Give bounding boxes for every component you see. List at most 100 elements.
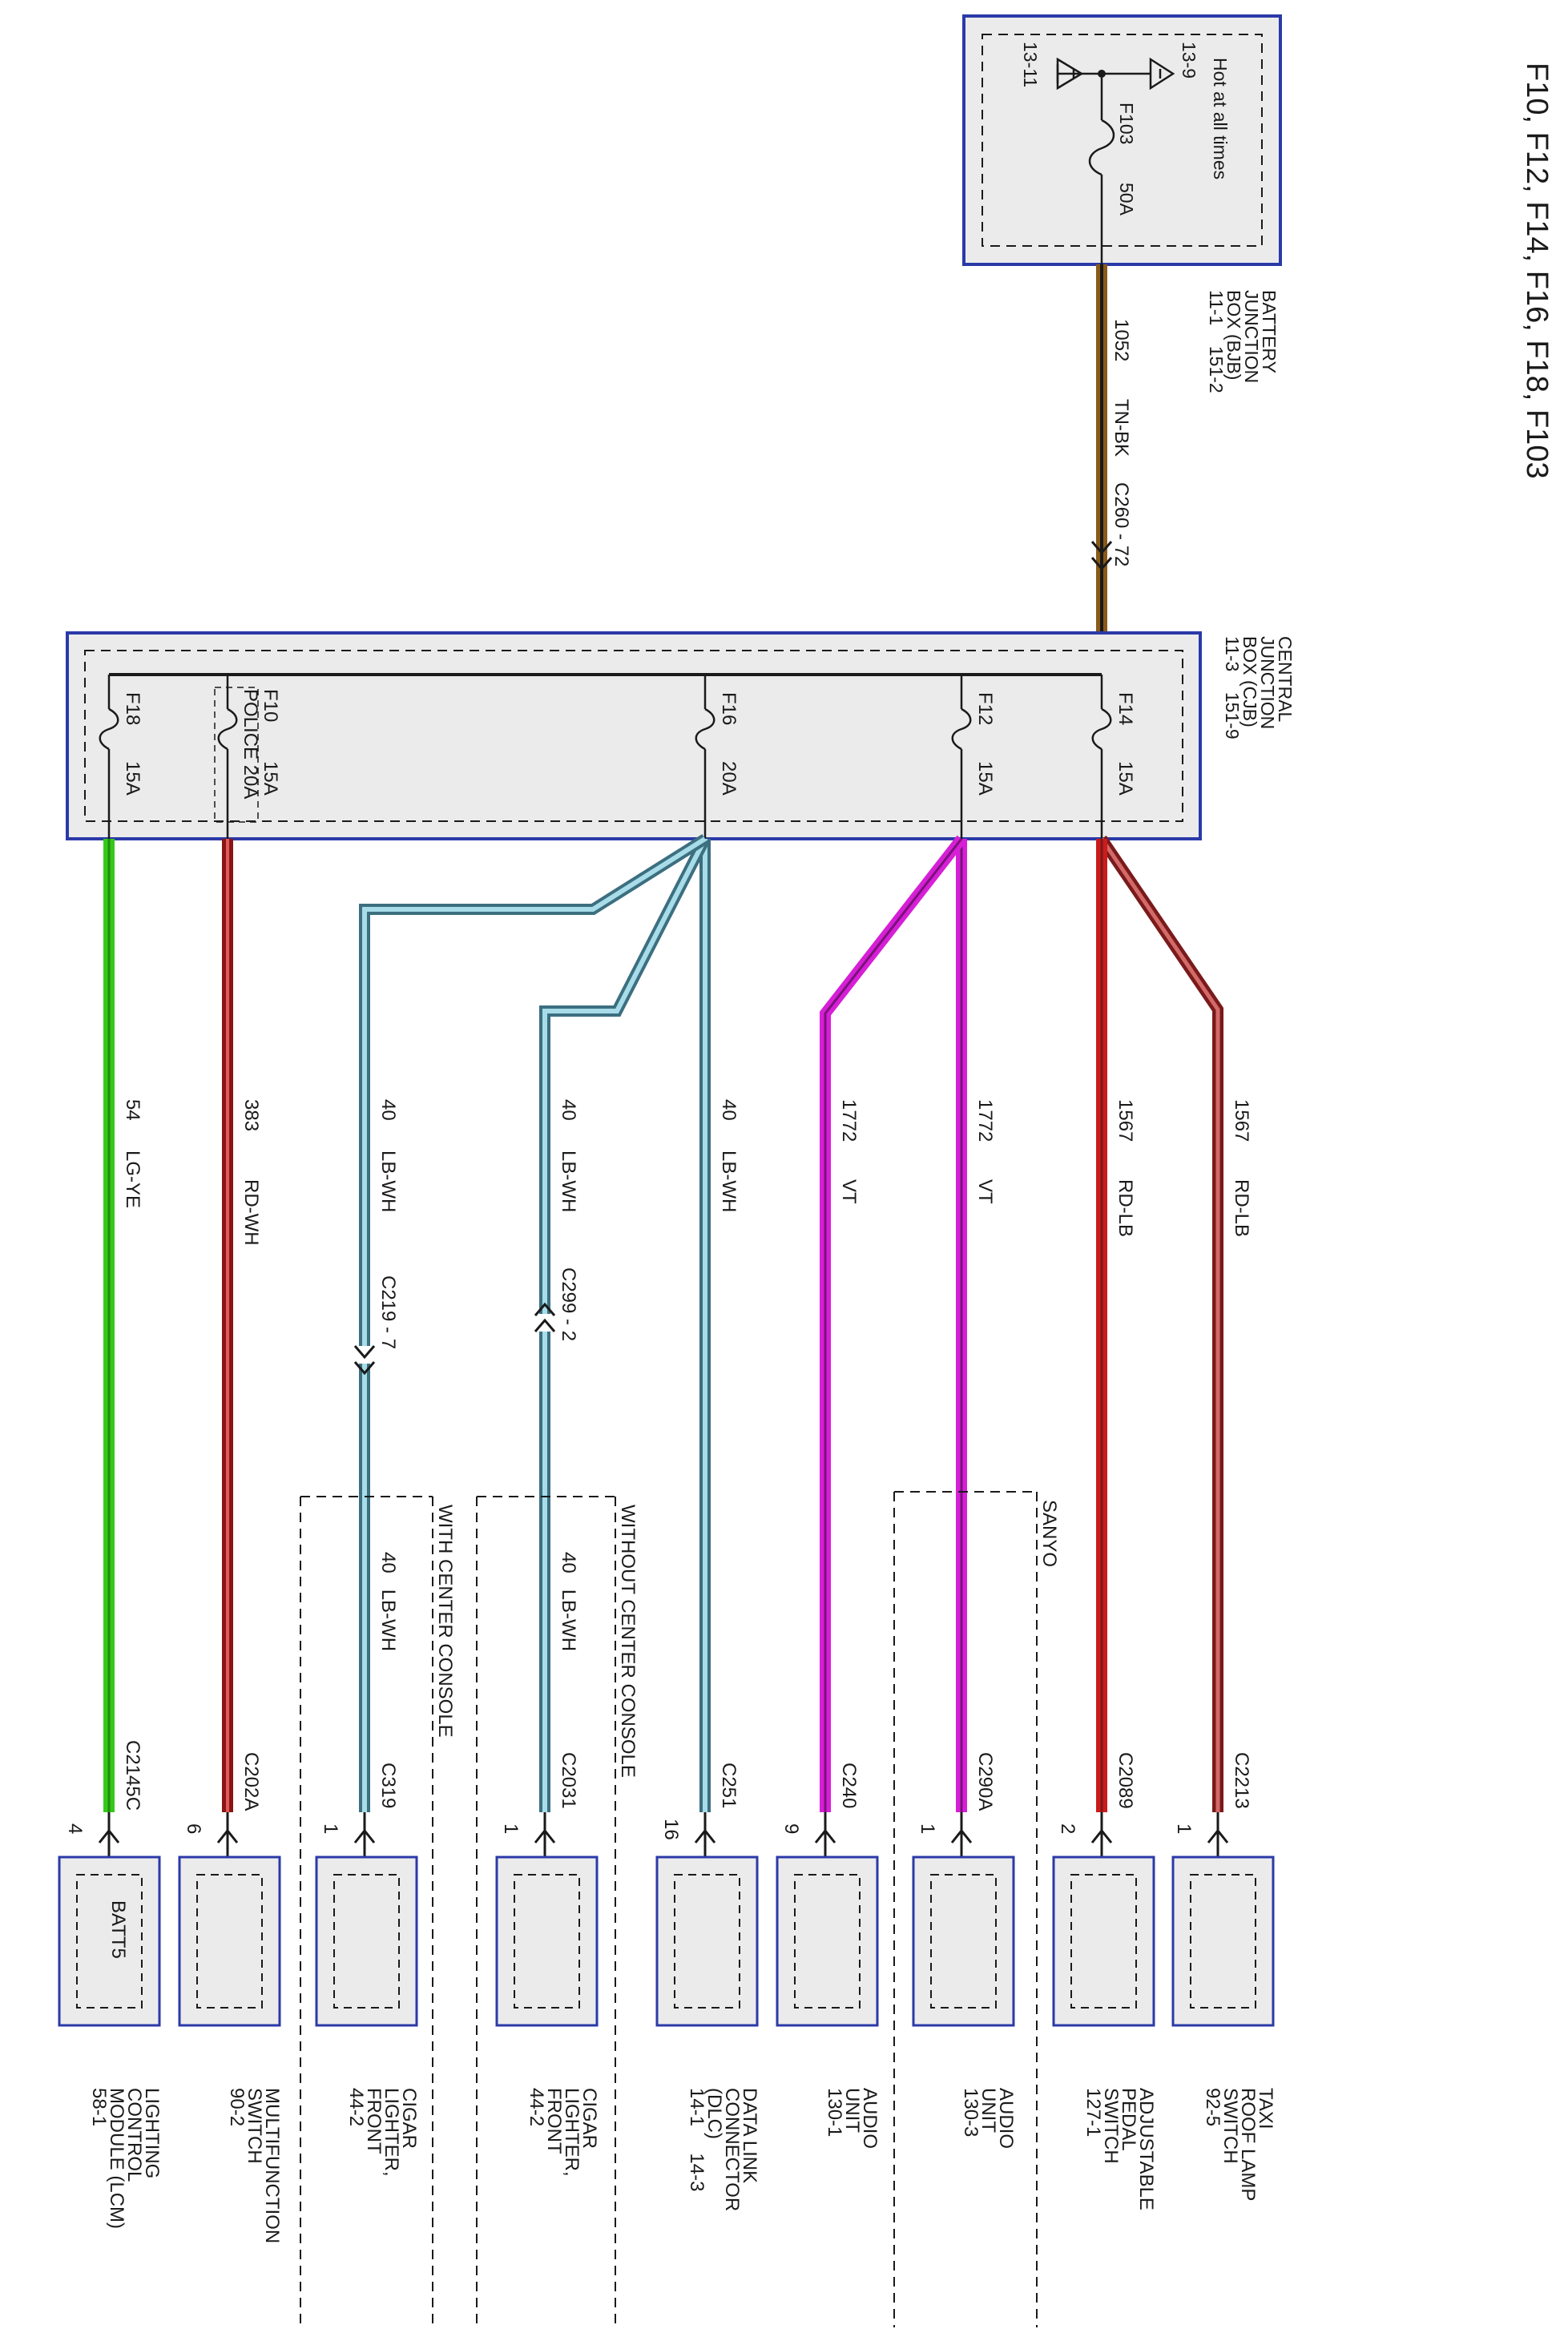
pedal-pin-label: 2 bbox=[1057, 1823, 1078, 1835]
wire-1772-audio1-code: VT bbox=[838, 1179, 860, 1204]
fuse-f12-rating: 15A bbox=[974, 761, 996, 796]
wire-40-cig1-code: LB-WH bbox=[558, 1150, 579, 1213]
component-audio-unit-130-1 bbox=[776, 1812, 879, 2027]
option-with-console-bracket bbox=[300, 1496, 433, 2327]
wire-40-dlc-circuit: 40 bbox=[718, 1099, 740, 1121]
connector-c299-label: C299 - 2 bbox=[558, 1267, 579, 1342]
fuse-f16-name: F16 bbox=[718, 692, 740, 726]
cjb-inner-dashed bbox=[84, 650, 1183, 822]
wire-1567-taxi-circuit: 1567 bbox=[1231, 1099, 1252, 1142]
taxi-name-4: 92-5 bbox=[1202, 2088, 1223, 2127]
ground-icon-13-9 bbox=[1149, 57, 1175, 91]
wire-40-dlc-code: LB-WH bbox=[718, 1150, 740, 1213]
lcm-connector-label: C2145C bbox=[122, 1740, 143, 1811]
component-boxes bbox=[58, 1812, 1275, 2027]
wire-1772-audio3-circuit: 1772 bbox=[974, 1099, 996, 1142]
wire-1052-code: TN-BK bbox=[1110, 399, 1132, 457]
component-adjustable-pedal-switch bbox=[1052, 1812, 1155, 2027]
wire-54-circuit: 54 bbox=[122, 1099, 143, 1121]
cig2-connector-label: C319 bbox=[377, 1763, 399, 1809]
option-without-console-bracket bbox=[476, 1496, 616, 2327]
option-with-console-label: WITH CENTER CONSOLE bbox=[434, 1505, 456, 1738]
connector-c299-icon bbox=[534, 1302, 556, 1332]
dlc-name-4: 14-1 14-3 bbox=[686, 2088, 707, 2192]
component-cigar-lighter-without-console bbox=[495, 1812, 599, 2027]
wire-40-cig1 bbox=[539, 836, 711, 1812]
wire-1567-pedal-code: RD-LB bbox=[1115, 1179, 1136, 1238]
bjb-name-line-2: JUNCTION bbox=[1241, 290, 1262, 384]
wire-1772-audio1-circuit: 1772 bbox=[838, 1099, 860, 1142]
wire-40-cig2 bbox=[359, 834, 708, 1812]
wire-1567-pedal-circuit: 1567 bbox=[1115, 1099, 1136, 1142]
bjb-name-line-4: 11-1 151-2 bbox=[1206, 290, 1227, 393]
component-multifunction-switch bbox=[178, 1812, 281, 2027]
cig2-name-4: 44-2 bbox=[345, 2088, 367, 2127]
audio3-connector-label: C290A bbox=[974, 1752, 996, 1811]
wire-383-code: RD-WH bbox=[240, 1179, 262, 1246]
component-cigar-lighter-with-console bbox=[315, 1812, 418, 2027]
wire-1772-audio1 bbox=[820, 835, 966, 1812]
connector-c260-icon bbox=[1090, 541, 1113, 571]
cig1-name-4: 44-2 bbox=[526, 2088, 547, 2127]
lcm-inner-label: BATT5 bbox=[107, 1900, 129, 1959]
dlc-pin-label: 16 bbox=[660, 1819, 682, 1840]
bjb-box bbox=[962, 14, 1282, 266]
component-lighting-control-module bbox=[58, 1812, 161, 2027]
taxi-pin-label: 1 bbox=[1173, 1823, 1195, 1835]
wire-40-cig2-circuit: 40 bbox=[377, 1099, 399, 1121]
fuse-f103-name: F103 bbox=[1116, 103, 1137, 145]
cjb-fuses bbox=[99, 675, 1112, 839]
pedal-name-4: 127-1 bbox=[1082, 2088, 1104, 2138]
cjb-name-line-2: JUNCTION bbox=[1257, 636, 1278, 730]
connector-c219-label: C219 - 7 bbox=[377, 1275, 399, 1350]
fuse-f10-name: F10 bbox=[260, 689, 281, 723]
component-audio-unit-130-3 bbox=[912, 1812, 1015, 2027]
pedal-connector-label: C2089 bbox=[1115, 1752, 1136, 1809]
connector-c219-icon bbox=[353, 1345, 376, 1376]
mfs-name-3: 90-2 bbox=[226, 2088, 248, 2127]
taxi-connector-label: C2213 bbox=[1231, 1752, 1252, 1809]
wire-1772-audio3-code: VT bbox=[974, 1179, 996, 1204]
bjb-ground-13-9: 13-9 bbox=[1179, 42, 1199, 79]
wire-54-code: LG-YE bbox=[122, 1150, 143, 1209]
cig1-pin-label: 1 bbox=[500, 1823, 522, 1835]
wire-1567-taxi-code: RD-LB bbox=[1231, 1179, 1252, 1238]
fuse-f103-rating: 50A bbox=[1116, 183, 1137, 216]
fuse-f18-rating: 15A bbox=[122, 761, 143, 796]
wire-40-cig1-circuit: 40 bbox=[558, 1099, 579, 1121]
cjb-name-line-4: 11-3 151-9 bbox=[1222, 636, 1243, 739]
audio1-pin-label: 9 bbox=[780, 1823, 802, 1835]
cjb-name-line-3: BOX (CJB) bbox=[1239, 636, 1260, 727]
wire-1567-taxi bbox=[1097, 836, 1223, 1812]
bjb-hot-label: Hot at all times bbox=[1210, 58, 1231, 180]
ground-icon-13-11 bbox=[1056, 57, 1084, 91]
bjb-ground-13-11: 13-11 bbox=[1020, 42, 1041, 88]
option-sanyo-label: SANYO bbox=[1038, 1500, 1060, 1568]
lcm-pin-label: 4 bbox=[64, 1823, 86, 1835]
fuse-f103-icon bbox=[1088, 119, 1115, 176]
cjb-box bbox=[66, 631, 1202, 840]
diagram-title: F10, F12, F14, F16, F18, F103 bbox=[1520, 62, 1554, 479]
audio3-name-3: 130-3 bbox=[960, 2088, 982, 2138]
dlc-connector-label: C251 bbox=[718, 1763, 740, 1809]
fuse-f16-rating: 20A bbox=[718, 761, 740, 796]
fuse-f14-name: F14 bbox=[1115, 692, 1136, 726]
fuse-f10-police-label: POLICE 20A bbox=[240, 689, 261, 800]
wire-40-cig2-after-label: 40 LB-WH bbox=[377, 1552, 399, 1652]
cig2-pin-label: 1 bbox=[320, 1823, 341, 1835]
cig1-connector-label: C2031 bbox=[558, 1752, 579, 1809]
connector-c260-label: C260 - 72 bbox=[1110, 482, 1132, 567]
fuse-f10-rating: 15A bbox=[260, 761, 281, 796]
audio1-name-3: 130-1 bbox=[824, 2088, 845, 2138]
bjb-inner-dashed bbox=[982, 34, 1263, 247]
component-taxi-roof-lamp-switch bbox=[1171, 1812, 1275, 2027]
wire-40-cig1-after-label: 40 LB-WH bbox=[558, 1552, 579, 1652]
bjb-name-line-3: BOX (BJB) bbox=[1223, 290, 1244, 381]
cjb-name-line-1: CENTRAL bbox=[1275, 636, 1296, 723]
component-data-link-connector bbox=[655, 1812, 759, 2027]
wire-40-cig2-code: LB-WH bbox=[377, 1150, 399, 1213]
mfs-pin-label: 6 bbox=[183, 1823, 204, 1835]
wire-1052-circuit: 1052 bbox=[1110, 319, 1132, 362]
